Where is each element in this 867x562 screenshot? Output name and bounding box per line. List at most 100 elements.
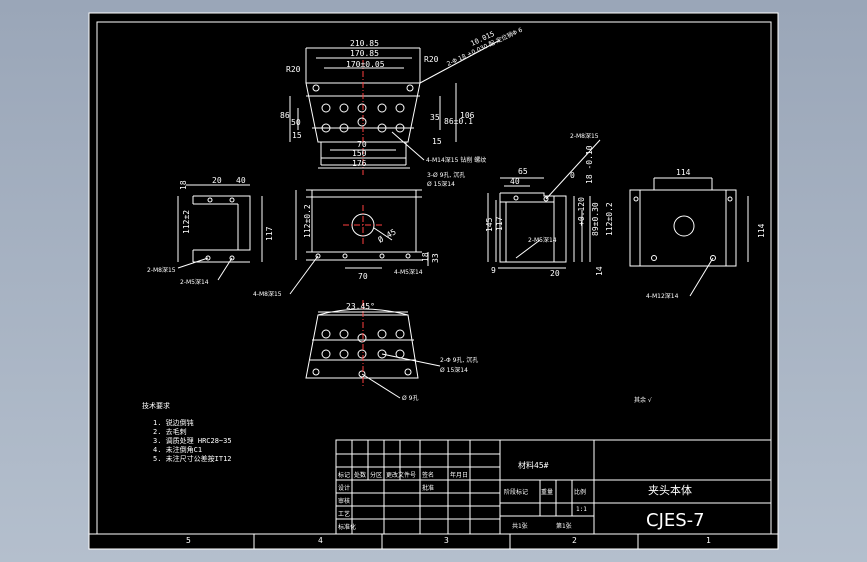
tech-requirement-item: 1. 锐边倒钝 — [153, 418, 194, 427]
dim-label: +0.120 — [577, 197, 586, 226]
dim-label: 114 — [676, 168, 691, 177]
tech-requirement-item: 2. 去毛刺 — [153, 427, 187, 436]
left-view[interactable] — [177, 184, 263, 281]
header-label: 处数 — [354, 471, 366, 479]
dim-label: 20 — [212, 176, 222, 185]
dim-label: 33 — [431, 253, 440, 263]
tech-requirements-title: 技术要求 — [142, 401, 170, 410]
tech-requirement-item: 4. 未注倒角C1 — [153, 445, 202, 454]
note: 2-M5深14 — [180, 278, 209, 286]
drawing-sheet — [89, 13, 778, 549]
top-view-holes — [312, 84, 414, 133]
side-view-dims: 65 40 18 -0.10 0 145 117 +0.120 89±0.30 … — [485, 132, 614, 278]
stage-label: 比例 — [574, 488, 586, 496]
note: 2-M5深14 — [528, 236, 557, 244]
dim-label: 23.45° — [346, 302, 375, 311]
dim-label: 35 — [430, 113, 440, 122]
dim-label: 40 — [236, 176, 246, 185]
dim-label: 176 — [352, 159, 367, 168]
header-label: 分区 — [370, 471, 382, 479]
material: 材料45# — [518, 460, 549, 470]
dim-label: 210.85 — [350, 39, 379, 48]
zone-number: 2 — [572, 536, 577, 545]
dim-label: 112±2 — [182, 210, 191, 234]
dim-label: 40 — [510, 177, 520, 186]
note: Ø 15深14 — [427, 180, 455, 188]
row-label: 设计 — [338, 484, 350, 492]
title-block-text: 标记 处数 分区 更改文件号 签名 年月日 设计 审核 工艺 标准化 批准 材料… — [338, 460, 705, 531]
top-view[interactable] — [289, 39, 501, 175]
zone-number: 3 — [444, 536, 449, 545]
tech-requirements: 技术要求 1. 锐边倒钝 2. 去毛刺 3. 调质处理 HRC28~35 4. … — [142, 401, 232, 463]
dim-label: 9 — [491, 266, 496, 275]
stage-label: 阶段标记 — [504, 488, 528, 496]
header-label: 年月日 — [450, 471, 468, 479]
dim-label: 170±0.05 — [346, 60, 385, 69]
zone-number: 4 — [318, 536, 323, 545]
stage-label: 重量 — [541, 488, 553, 496]
dim-label: 18 — [179, 180, 188, 190]
top-view-outline — [305, 82, 421, 143]
dim-label: 70 — [357, 140, 367, 149]
dim-label: 0 — [570, 171, 575, 180]
dim-label: 145 — [485, 217, 494, 232]
note: 2-Φ 9孔, 沉孔 — [440, 356, 478, 364]
row-label: 标准化 — [338, 523, 356, 531]
zone-number: 1 — [706, 536, 711, 545]
outer-frame — [88, 12, 779, 550]
dim-label: 18 — [421, 252, 430, 262]
zone-number: 5 — [186, 536, 191, 545]
dim-label: R20 — [286, 65, 301, 74]
note: 4-M8深15 — [253, 290, 282, 298]
tech-requirement-item: 5. 未注尺寸公差按IT12 — [153, 454, 232, 463]
dim-label: 106 — [460, 111, 475, 120]
zone-numbers: 5 4 3 2 1 — [186, 536, 711, 545]
dim-label: R20 — [424, 55, 439, 64]
drawing-number: CJES-7 — [646, 510, 705, 531]
bottom-view-outline — [305, 314, 419, 379]
dim-label: 86 — [280, 111, 290, 120]
tech-requirement-item: 3. 调质处理 HRC28~35 — [153, 436, 232, 445]
dim-label: 112±0.2 — [303, 204, 312, 238]
dim-label: 150 — [352, 149, 367, 158]
dim-label: 170.85 — [350, 49, 379, 58]
dim-label: 50 — [291, 118, 301, 127]
note: 4-M12深14 — [646, 292, 679, 300]
header-label: 更改文件号 — [386, 471, 416, 479]
title-block[interactable] — [335, 439, 772, 535]
dim-label: 112±0.2 — [605, 202, 614, 236]
dim-label: 65 — [518, 167, 528, 176]
note: 3-Ø 9孔, 沉孔 — [427, 171, 465, 179]
dim-label: 20 — [550, 269, 560, 278]
dim-label: 114 — [757, 223, 766, 238]
sign-label: 批准 — [422, 484, 434, 492]
row-label: 工艺 — [338, 510, 350, 518]
front-view[interactable] — [289, 189, 429, 295]
left-view-dims: 18 20 40 112±2 117 2-M8深15 2-M5深14 — [147, 176, 274, 286]
header-label: 标记 — [338, 471, 350, 479]
row-label: 审核 — [338, 497, 350, 505]
right-view-dims: 114 114 4-M12深14 — [646, 168, 766, 300]
zone-ticks — [253, 534, 639, 549]
other-surface-note: 其余 √ — [634, 396, 652, 404]
dim-label: 15 — [432, 137, 442, 146]
scale: 1:1 — [576, 506, 587, 513]
right-view[interactable] — [629, 177, 749, 297]
part-name: 夹头本体 — [648, 483, 692, 497]
dim-label: 18 -0.10 — [585, 145, 594, 184]
dim-label: 70 — [358, 272, 368, 281]
note: 4-M5深14 — [394, 268, 423, 276]
note: Ø 9孔 — [402, 394, 418, 402]
dim-label: 117 — [265, 226, 274, 241]
dim-label: 14 — [595, 266, 604, 276]
dim-label: 86±0.1 — [444, 117, 473, 126]
sheet-total: 共1张 — [512, 522, 528, 530]
side-view[interactable] — [487, 139, 601, 269]
sheet-current: 第1张 — [556, 522, 572, 530]
bottom-view-dims: 23.45° 2-Φ 9孔, 沉孔 Ø 15深14 Ø 9孔 — [346, 302, 478, 402]
note: Ø 15深14 — [440, 366, 468, 374]
note: 2-M8深15 — [147, 266, 176, 274]
bottom-view[interactable] — [305, 300, 441, 399]
header-label: 签名 — [422, 471, 434, 479]
